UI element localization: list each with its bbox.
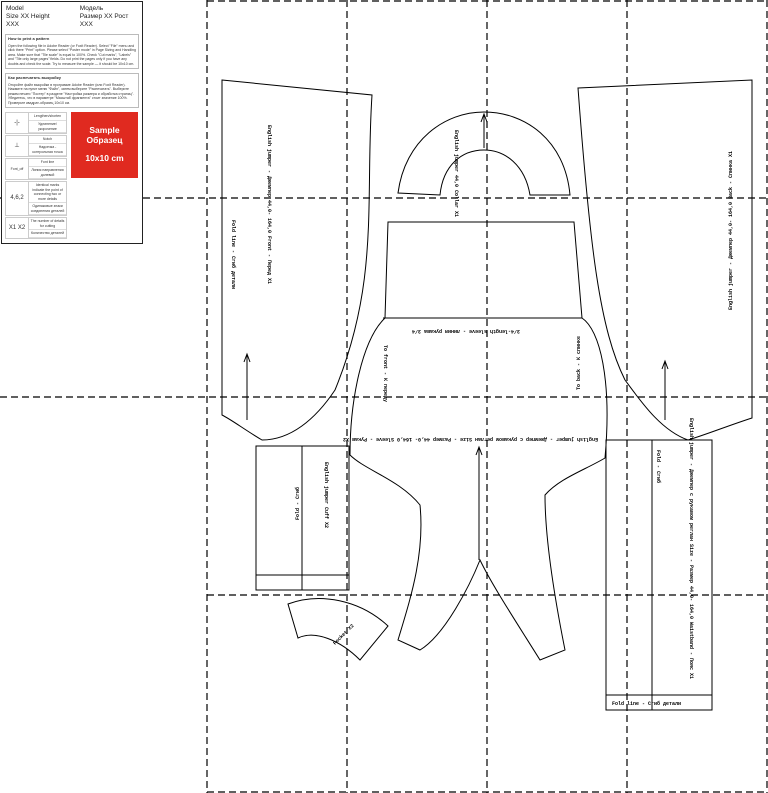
sleeve-length-text: 3/4-length sleeve - линия рукава 3/4 (412, 328, 520, 334)
sample-square: Sample Образец 10x10 cm (71, 112, 138, 178)
band-fold-text: Fold - Сгиб (655, 450, 662, 483)
pocket-piece (287, 598, 389, 661)
to-back-text: To back - К спинке (576, 336, 582, 390)
collar-label: English jumper 44,0 Collar X1 (453, 130, 459, 217)
cuff-fold-text: Fold - Сгиб (294, 487, 301, 520)
size-label-ru: Размер XX Рост XXX (79, 13, 129, 28)
front-fold-text: Fold line - Сгиб детали (230, 220, 237, 289)
size-label: Size XX Height XXX (6, 13, 50, 28)
sleeve-piece (349, 221, 608, 661)
model-label-ru: Модель (79, 5, 104, 12)
back-label: English jumper - Джемпер 44,0- 164,0 Bac… (728, 151, 734, 310)
waistband-piece (605, 439, 713, 711)
band-fold-line-text: Fold line - Сгиб детали (612, 700, 681, 707)
model-label: Model (6, 5, 24, 12)
to-front-text: To front - К переду (382, 345, 388, 402)
pocket-label: Pocket X2 (332, 623, 355, 646)
band-label: English jumper - Джемпер с рукавом регла… (688, 418, 694, 679)
sleeve-label: English jumper - Джемпер с рукавом регла… (343, 436, 598, 442)
collar-piece (397, 111, 571, 196)
front-label: English jumper - Джемпер 44,0- 164,0 Fro… (266, 125, 272, 284)
cuff-label: English jumper Cuff X2 (323, 462, 329, 528)
front-piece (221, 79, 373, 441)
grainline-arrows (243, 112, 669, 560)
back-piece (577, 79, 753, 441)
